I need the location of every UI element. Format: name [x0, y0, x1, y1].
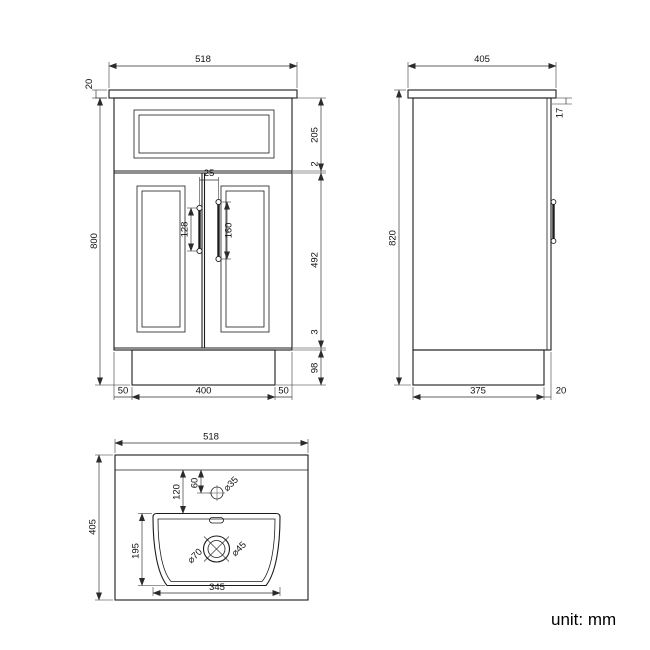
plan-waste-outer-dia-label: ⌀70 — [186, 547, 205, 566]
plan-waste-inner-dia-label: ⌀45 — [230, 540, 249, 559]
side-countertop — [407, 89, 557, 99]
front-right-handle-length-label: 160 — [224, 223, 235, 239]
plan-overall-depth-label: 405 — [88, 519, 99, 535]
dim-plan-faucet-from-back: 60 — [190, 469, 211, 494]
plan-counter-outline — [114, 454, 309, 601]
plan-basin-from-back-label: 120 — [172, 484, 183, 500]
plan-basin-depth-label: 195 — [131, 543, 142, 559]
dim-plan-basin-from-back: 120 — [172, 469, 186, 514]
front-drawer-panel — [133, 109, 275, 159]
side-cabinet — [407, 89, 557, 386]
side-plinth-depth-label: 375 — [470, 386, 486, 397]
side-plinth-setback-label: 20 — [556, 386, 567, 397]
dim-plan-overall-depth: 405 — [88, 454, 113, 601]
dim-plan-basin-depth: 195 — [131, 513, 165, 586]
front-left-handle-length-label: 128 — [180, 222, 191, 238]
side-overall-depth-label: 405 — [474, 54, 490, 65]
front-body-height-label: 800 — [89, 233, 100, 249]
front-drawer-height-label: 205 — [310, 127, 321, 143]
unit-note: unit: mm — [551, 610, 616, 629]
plan-drain — [202, 535, 231, 563]
plan-basin — [152, 512, 281, 587]
front-overall-width-label: 518 — [195, 54, 211, 65]
plan-faucet-from-back-label: 60 — [190, 478, 201, 489]
front-plinth-inset-right-label: 50 — [278, 386, 289, 397]
dim-side-plinth-depth: 375 20 — [412, 352, 567, 400]
side-body — [412, 97, 552, 351]
side-handle — [550, 199, 557, 244]
dim-front-overall-width: 518 — [108, 54, 298, 88]
plan-overflow-slot — [209, 517, 224, 524]
front-cabinet — [108, 89, 298, 386]
side-counter-edge-label: 17 — [555, 108, 566, 119]
dim-front-right-handle-length: 160 — [221, 201, 235, 260]
dim-side-overall-depth: 405 — [407, 54, 557, 88]
dim-side-overall-height: 820 — [388, 89, 411, 386]
side-view: 405 820 17 375 20 — [388, 54, 572, 400]
dim-front-left-handle-length: 128 — [180, 207, 197, 252]
front-door-height-label: 492 — [310, 252, 321, 268]
dim-front-counter-thickness: 20 — [84, 79, 107, 99]
dim-plan-basin-width: 345 — [152, 582, 281, 596]
front-plinth — [131, 349, 276, 386]
dim-side-counter-edge: 17 — [552, 97, 572, 119]
front-left-handle — [196, 204, 203, 255]
plan-basin-width-label: 345 — [209, 582, 225, 593]
front-plinth-inset-left-label: 50 — [118, 386, 129, 397]
front-plinth-height-label: 98 — [310, 363, 321, 374]
plan-view: 518 405 120 60 195 345 — [88, 432, 309, 601]
dim-front-handle-spacing: 25 — [199, 168, 219, 205]
plan-faucet-dia-label: ⌀35 — [222, 475, 241, 494]
front-handle-spacing-label: 25 — [204, 168, 215, 179]
front-bottom-gap-label: 3 — [310, 329, 321, 334]
front-left-door-panel — [136, 185, 186, 333]
front-counter-thickness-label: 20 — [84, 79, 95, 90]
dim-front-right-stack: 205 2 492 3 98 — [276, 97, 326, 386]
front-body — [113, 97, 293, 351]
side-plinth — [412, 349, 545, 386]
front-plinth-width-label: 400 — [196, 386, 212, 397]
front-right-handle — [215, 198, 222, 263]
dim-plan-overall-width: 518 — [114, 432, 309, 453]
plan-counter — [114, 454, 309, 601]
dim-front-plinth-width: 50 400 50 — [113, 352, 293, 400]
front-view: 518 20 800 205 2 4 — [84, 54, 326, 400]
front-top-gap-label: 2 — [310, 161, 321, 166]
side-overall-height-label: 820 — [388, 230, 399, 246]
front-countertop — [108, 89, 298, 99]
dim-front-body-height: 800 — [89, 97, 130, 386]
plan-overall-width-label: 518 — [203, 432, 219, 443]
